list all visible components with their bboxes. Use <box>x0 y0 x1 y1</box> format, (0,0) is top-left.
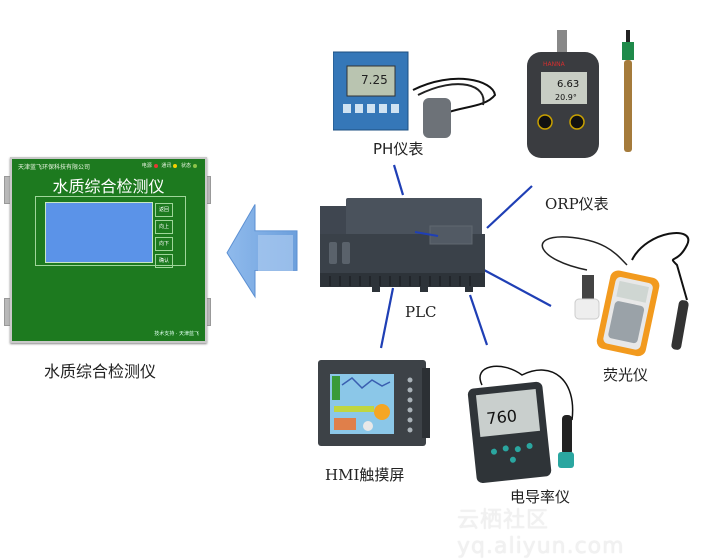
plc-unit <box>320 198 485 292</box>
down-key: 向下 <box>155 237 173 251</box>
main-device-caption: 水质综合检测仪 <box>44 362 157 381</box>
conductivity-meter-label: 电导率仪 <box>510 488 571 506</box>
hmi-touchscreen <box>318 360 430 446</box>
status-indicators: 电源 通讯 状态 <box>142 162 199 169</box>
orp-display-top: 6.63 <box>557 79 579 90</box>
display-frame <box>35 196 186 266</box>
orp-meter-label: ORP仪表 <box>545 195 609 213</box>
hmi-label: HMI触摸屏 <box>325 466 405 484</box>
conductivity-meter: 760 <box>467 365 574 484</box>
fluorometer <box>541 232 690 357</box>
water-quality-analyzer-panel: 天津蓝飞环保科技有限公司 电源 通讯 状态 水质综合检测仪 返回 向上 向下 确… <box>10 157 207 343</box>
connector-lines <box>379 164 552 349</box>
comm-label: 通讯 <box>161 163 172 169</box>
left-arrow-icon <box>226 204 298 299</box>
state-label: 状态 <box>180 163 191 169</box>
panel-footer: 技术支持 · 天津蓝飞 <box>154 331 199 337</box>
lcd-screen <box>45 202 153 263</box>
key-column: 返回 向上 向下 确认 <box>155 203 173 271</box>
power-led-icon <box>153 163 158 168</box>
power-label: 电源 <box>141 163 152 169</box>
company-name: 天津蓝飞环保科技有限公司 <box>18 164 91 171</box>
confirm-key: 确认 <box>155 254 173 268</box>
ph-meter-label: PH仪表 <box>373 140 424 158</box>
panel-title: 水质综合检测仪 <box>52 177 165 196</box>
orp-display-bottom: 20.9° <box>555 93 577 102</box>
up-key: 向上 <box>155 220 173 234</box>
comm-led-icon <box>173 163 178 168</box>
state-led-icon <box>193 163 197 168</box>
watermark: 云栖社区 yq.aliyun.com <box>457 508 625 559</box>
ph-meter: 7.25 <box>333 51 497 138</box>
back-key: 返回 <box>155 203 173 217</box>
ph-display-value: 7.25 <box>361 73 388 87</box>
orp-meter: HANNA 6.63 20.9° <box>527 30 634 158</box>
conductivity-display-value: 760 <box>486 406 518 428</box>
plc-label: PLC <box>405 303 437 321</box>
fluorometer-label: 荧光仪 <box>603 366 649 384</box>
svg-text:HANNA: HANNA <box>543 61 566 68</box>
